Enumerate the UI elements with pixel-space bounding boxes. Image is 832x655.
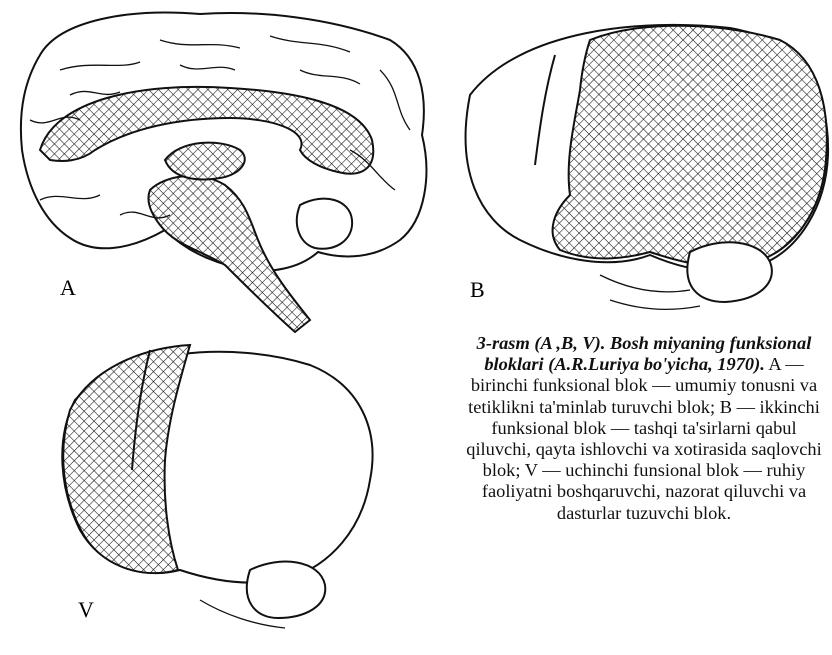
caption-text: A — birinchi funksional blok — umumiy to…: [466, 354, 821, 522]
cerebellum: [297, 199, 352, 249]
label-b: B: [470, 277, 485, 302]
figure-caption: 3-rasm (A ,B, V). Bosh miyaning funksion…: [462, 333, 826, 524]
label-v: V: [78, 597, 94, 622]
caption-title: 3-rasm (A ,B, V). Bosh miyaning funksion…: [477, 333, 812, 374]
brain-panel-b: [466, 25, 828, 309]
cerebellum-v: [247, 562, 325, 618]
label-a: A: [60, 275, 76, 300]
posterior-block-hatched: [553, 26, 827, 266]
cerebellum-b: [687, 242, 772, 302]
brain-panel-a: [21, 13, 426, 332]
brain-panel-v: [62, 345, 372, 628]
